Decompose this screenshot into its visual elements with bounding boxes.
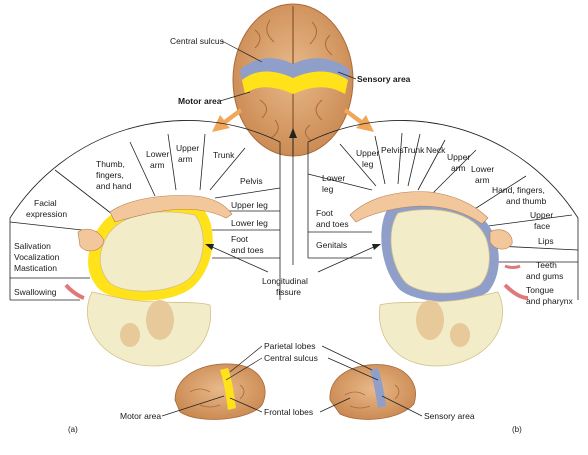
sensory-label-trunk: Trunk [403, 145, 425, 155]
sensory-label-lower-leg-2: leg [322, 184, 334, 194]
sensory-section [349, 191, 529, 367]
arrow-to-sensory [344, 108, 374, 132]
motor-label-facial-2: expression [26, 209, 67, 219]
sensory-label-foot-1: Foot [316, 208, 334, 218]
sensory-label-teeth-2: and gums [526, 271, 563, 281]
bottom-motor-area-label: Motor area [120, 411, 161, 421]
bottom-sensory-area-label: Sensory area [424, 411, 475, 421]
motor-homunculus [109, 195, 233, 223]
arrow-to-motor [212, 108, 242, 132]
motor-label-trunk: Trunk [213, 150, 235, 160]
sensory-label-lower-arm-1: Lower [471, 164, 494, 174]
motor-label-foot-2: and toes [231, 245, 264, 255]
bottom-central-sulcus-label: Central sulcus [264, 353, 318, 363]
sensory-label-lower-leg-1: Lower [322, 173, 345, 183]
motor-label-facial-1: Facial [34, 198, 57, 208]
top-sensory-area-label: Sensory area [357, 74, 411, 84]
sensory-label-upper-leg-2: leg [362, 159, 374, 169]
motor-label-foot-1: Foot [231, 234, 249, 244]
bottom-frontal-label: Frontal lobes [264, 407, 313, 417]
motor-label-upper-leg: Upper leg [231, 200, 268, 210]
top-brain [232, 3, 354, 157]
sensory-label-hand-1: Hand, fingers, [492, 185, 545, 195]
motor-label-lower-arm-2: arm [150, 160, 165, 170]
motor-label-upper-arm-2: arm [178, 154, 193, 164]
top-central-sulcus-label: Central sulcus [170, 36, 224, 46]
longitudinal-label-2: fissure [276, 287, 301, 297]
sensory-label-tongue-1: Tongue [526, 285, 554, 295]
sensory-label-hand-2: and thumb [506, 196, 546, 206]
motor-label-thumb-1: Thumb, [96, 159, 125, 169]
bottom-parietal-label: Parietal lobes [264, 341, 316, 351]
motor-label-lower-leg: Lower leg [231, 218, 268, 228]
panel-label-b: (b) [512, 425, 522, 434]
sensory-label-upper-arm-2: arm [451, 163, 466, 173]
sensory-label-foot-2: and toes [316, 219, 349, 229]
sensory-label-teeth-1: Teeth [536, 260, 557, 270]
sensory-label-lips: Lips [538, 236, 554, 246]
motor-label-salivation: Salivation [14, 241, 51, 251]
sensory-homunculus [349, 191, 489, 225]
longitudinal-label-1: Longitudinal [262, 276, 308, 286]
panel-label-a: (a) [68, 425, 78, 434]
bottom-brain-left [174, 363, 266, 420]
motor-label-pelvis: Pelvis [240, 176, 263, 186]
sensory-label-upper-leg-1: Upper [356, 148, 379, 158]
sensory-label-tongue-2: and pharynx [526, 296, 574, 306]
bottom-brain-right [329, 364, 416, 420]
sensory-label-upper-arm-1: Upper [447, 152, 470, 162]
sensory-label-upper-face-1: Upper [530, 210, 553, 220]
sensory-strip-top [240, 58, 350, 80]
motor-label-upper-arm-1: Upper [176, 143, 199, 153]
sensory-label-pelvis: Pelvis [381, 145, 404, 155]
sensory-label-upper-face-2: face [534, 221, 550, 231]
sensory-fan [307, 120, 579, 300]
motor-strip-top [242, 71, 348, 94]
motor-label-thumb-2: fingers, [96, 170, 124, 180]
sensory-label-neck: Neck [426, 145, 446, 155]
sensory-label-genitals: Genitals [316, 240, 347, 250]
motor-label-thumb-3: and hand [96, 181, 132, 191]
motor-section [64, 195, 233, 367]
sensory-label-lower-arm-2: arm [475, 175, 490, 185]
motor-label-mastication: Mastication [14, 263, 57, 273]
top-motor-area-label: Motor area [178, 96, 222, 106]
motor-label-lower-arm-1: Lower [146, 149, 169, 159]
motor-label-swallowing: Swallowing [14, 287, 57, 297]
motor-label-vocalization: Vocalization [14, 252, 60, 262]
